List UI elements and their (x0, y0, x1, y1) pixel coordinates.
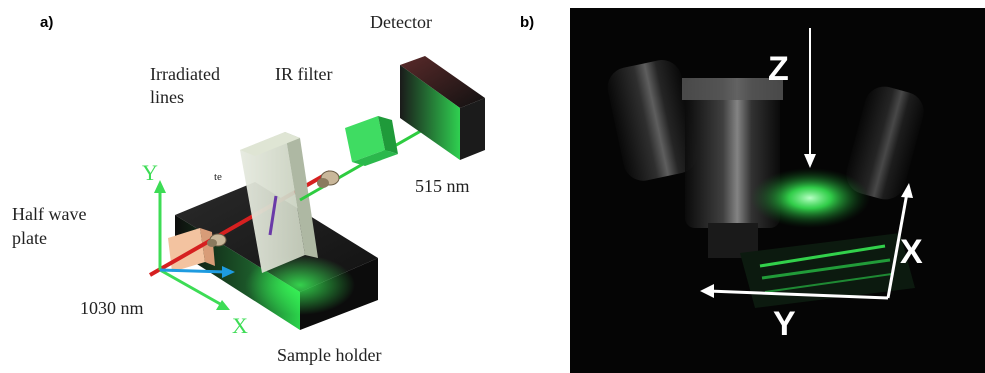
experiment-photo: Z X Y (570, 8, 985, 373)
ir-filter-label: IR filter (275, 64, 332, 84)
irradiated-line (268, 195, 278, 236)
objective-center (682, 78, 783, 258)
lens-2 (317, 170, 340, 188)
axis-x-label: X (232, 313, 248, 338)
green-glow (750, 168, 870, 228)
te-label: te (214, 171, 222, 183)
detector-label: Detector (370, 12, 432, 32)
sample-stage (740, 233, 915, 308)
objective-right (846, 86, 924, 200)
photo-axis-z-label: Z (768, 50, 789, 88)
irradiated-lines-label-line2: lines (150, 87, 184, 107)
half-wave-plate-label-line2: plate (12, 228, 47, 248)
coordinate-axes (154, 180, 235, 310)
lens-1 (207, 233, 227, 247)
detector (400, 56, 485, 160)
wavelength-1030-label: 1030 nm (80, 298, 144, 318)
irradiated-lines-label-line1: Irradiated (150, 64, 220, 84)
ir-filter (345, 116, 398, 166)
objective-left (607, 60, 698, 181)
photo-axis-y-label: Y (773, 305, 796, 343)
axis-y-label: Y (142, 160, 158, 185)
photo-axes (700, 28, 913, 300)
photo-axis-x-label: X (900, 233, 923, 271)
panel-a-label: a) (40, 14, 54, 31)
sample-holder-label: Sample holder (277, 345, 381, 365)
glass-sample (240, 132, 318, 273)
panel-b-label: b) (520, 14, 535, 31)
wavelength-515-label: 515 nm (415, 176, 470, 196)
half-wave-plate-label-line1: Half wave (12, 204, 86, 224)
setup-schematic: Detector Irradiated lines IR filter te 5… (12, 12, 485, 365)
